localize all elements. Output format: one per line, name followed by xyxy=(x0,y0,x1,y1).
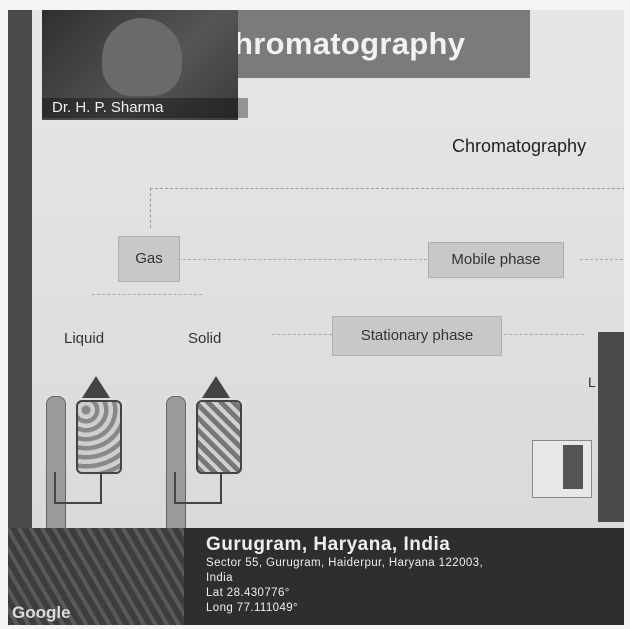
solid-column-illustration xyxy=(166,376,246,548)
google-logo: Google xyxy=(12,603,71,622)
connector-line xyxy=(150,188,624,189)
geotag-long: Long 77.111049° xyxy=(206,602,299,614)
connector-line xyxy=(504,334,584,335)
connector-line xyxy=(150,188,151,228)
column-icon xyxy=(76,400,122,474)
map-thumbnail: Google xyxy=(8,528,184,625)
presenter-name: Dr. H. P. Sharma xyxy=(42,98,248,118)
liquid-column-illustration xyxy=(46,376,126,548)
instrument-panel xyxy=(598,332,624,522)
geotag-country: India xyxy=(206,572,233,584)
connector-line xyxy=(580,259,624,260)
connector-line xyxy=(178,259,442,260)
slide: hromatography Dr. H. P. Sharma Chromatog… xyxy=(32,10,624,548)
gas-box: Gas xyxy=(118,236,180,282)
pipe-icon xyxy=(54,472,102,504)
connector-line xyxy=(92,294,202,295)
pipe-icon xyxy=(174,472,222,504)
presenter-video: Dr. H. P. Sharma xyxy=(42,10,248,120)
photo-frame: hromatography Dr. H. P. Sharma Chromatog… xyxy=(8,10,624,625)
screen-edge xyxy=(8,10,32,530)
column-icon xyxy=(196,400,242,474)
connector-line xyxy=(272,334,332,335)
geotag-address: Sector 55, Gurugram, Haiderpur, Haryana … xyxy=(206,557,484,569)
geotag-title: Gurugram, Haryana, India xyxy=(206,534,451,555)
arrow-up-icon xyxy=(82,376,110,398)
slide-title: hromatography xyxy=(228,10,530,78)
liquid-label: Liquid xyxy=(64,330,105,347)
solid-label: Solid xyxy=(188,330,222,347)
presenter-image xyxy=(102,18,182,96)
arrow-up-icon xyxy=(202,376,230,398)
stationary-phase-box: Stationary phase xyxy=(332,316,502,356)
geotag-text: Gurugram, Haryana, India Sector 55, Guru… xyxy=(206,534,483,616)
geotag-overlay: Google Gurugram, Haryana, India Sector 5… xyxy=(8,528,624,625)
partial-label: L xyxy=(588,374,596,390)
geotag-lat: Lat 28.430776° xyxy=(206,587,290,599)
mobile-phase-box: Mobile phase xyxy=(428,242,564,278)
diagram-heading: Chromatography xyxy=(452,136,587,156)
instrument-image xyxy=(532,440,592,498)
